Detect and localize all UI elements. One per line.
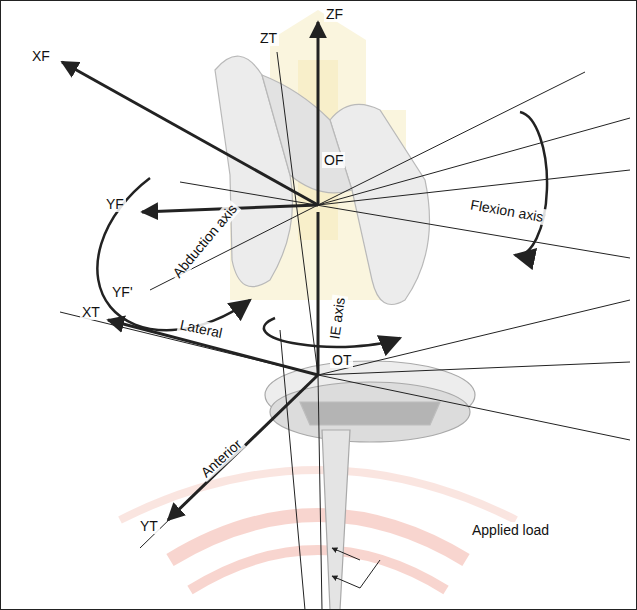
reference-lines [60,52,630,610]
rotation-arrows [97,112,547,347]
axis-label: YF [104,196,126,212]
tibial-component [265,361,475,610]
axis-label: Flexion axis [467,196,547,225]
axis-label: ZF [324,6,345,22]
axis-label: YF' [110,284,135,300]
watermark [120,10,516,590]
axis-label: YT [138,518,160,534]
axis-label: XT [80,304,102,320]
axis-label: OF [322,152,345,168]
axis-label: Applied load [470,522,551,538]
axis-label: ZT [258,30,279,46]
axis-label: IE axis [326,294,348,342]
coordinate-axes [62,22,318,520]
femoral-component [215,56,430,304]
axis-label: OT [330,352,353,368]
axis-label: XF [30,48,52,64]
